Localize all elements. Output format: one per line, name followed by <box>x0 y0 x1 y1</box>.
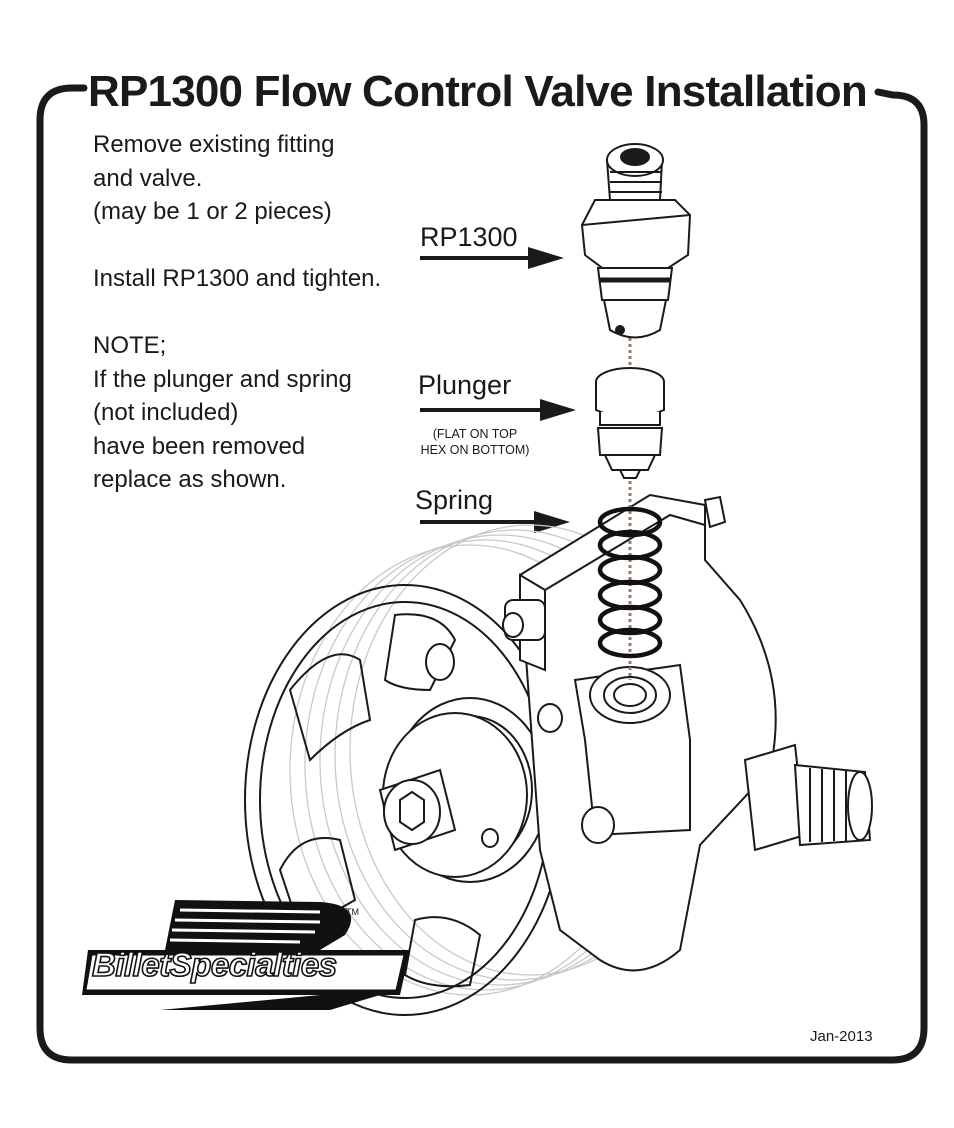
instruction-line: Remove existing fitting <box>93 131 335 158</box>
plunger <box>595 367 665 479</box>
rp1300-valve <box>580 143 692 339</box>
label-rp1300: RP1300 <box>420 222 518 252</box>
arrow-rp1300 <box>420 247 564 269</box>
pump-body <box>378 493 873 972</box>
border-frame <box>36 84 928 1064</box>
label-plunger-note: (FLAT ON TOP HEX ON BOTTOM) <box>410 426 540 458</box>
instruction-line: Install RP1300 and tighten. <box>93 265 382 292</box>
instruction-line: and valve. <box>93 164 203 192</box>
instruction-line: replace as shown. <box>93 466 287 493</box>
billet-specialties-logo-text: BilletSpecialties <box>91 945 338 984</box>
instruction-line: (not included) <box>93 399 239 426</box>
instruction-line: (may be 1 or 2 pieces) <box>93 198 332 225</box>
trademark-mark: TM <box>346 907 359 917</box>
arrow-plunger <box>420 399 576 421</box>
plunger-note-line: (FLAT ON TOP <box>432 427 518 441</box>
instruction-line: have been removed <box>93 432 306 460</box>
instructions-block: Remove existing fitting and valve. (may … <box>93 128 423 497</box>
instruction-line: If the plunger and spring <box>93 365 352 393</box>
arrow-spring <box>420 511 570 533</box>
plunger-note-line: HEX ON BOTTOM) <box>420 443 530 457</box>
label-plunger: Plunger <box>418 370 512 400</box>
revision-date: Jan-2013 <box>810 1028 873 1045</box>
billet-specialties-logo-graphic <box>82 900 410 1010</box>
spring <box>597 506 663 659</box>
page-title: RP1300 Flow Control Valve Installation <box>88 67 868 116</box>
label-spring: Spring <box>415 485 494 515</box>
instruction-line: NOTE; <box>93 332 167 359</box>
